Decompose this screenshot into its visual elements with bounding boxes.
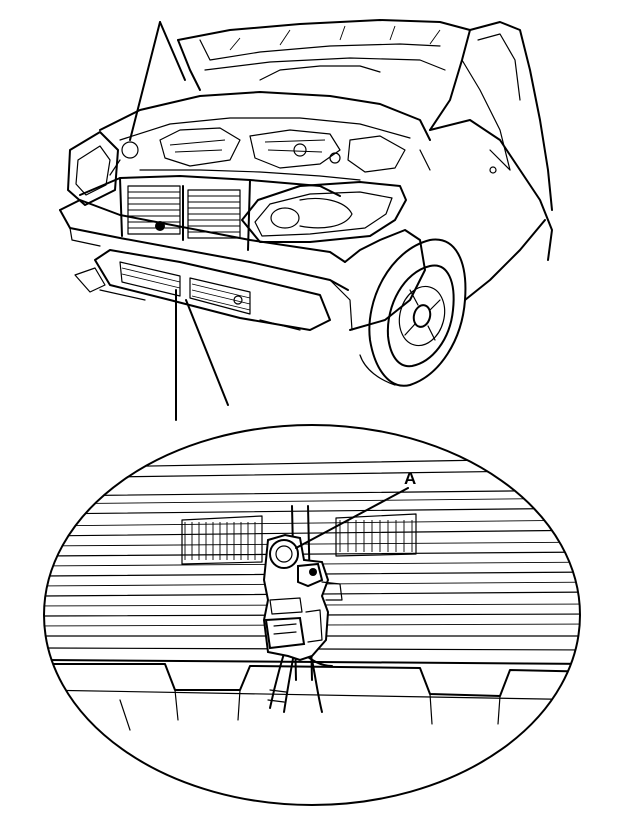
callout-a-label: A — [404, 469, 416, 488]
open-hood — [177, 19, 471, 131]
car-front-view — [59, 19, 553, 421]
detail-view: A — [43, 424, 581, 806]
upper-callout-lines — [129, 21, 186, 141]
right-headlamp — [241, 181, 407, 243]
left-headlamp — [67, 131, 119, 206]
grille-panel — [79, 175, 341, 251]
front-wheel — [359, 219, 546, 387]
lower-grille — [74, 249, 331, 331]
front-bumper — [59, 199, 426, 331]
callout-a: A — [295, 469, 416, 549]
windshield-and-pillar — [461, 21, 553, 211]
detail-pointer-lines — [175, 289, 229, 421]
component-a — [262, 533, 343, 662]
engine-bay — [99, 91, 431, 181]
front-fender — [429, 119, 553, 261]
callout-a-leader — [295, 487, 409, 549]
mesh-right — [335, 513, 417, 557]
mesh-left — [181, 515, 263, 565]
